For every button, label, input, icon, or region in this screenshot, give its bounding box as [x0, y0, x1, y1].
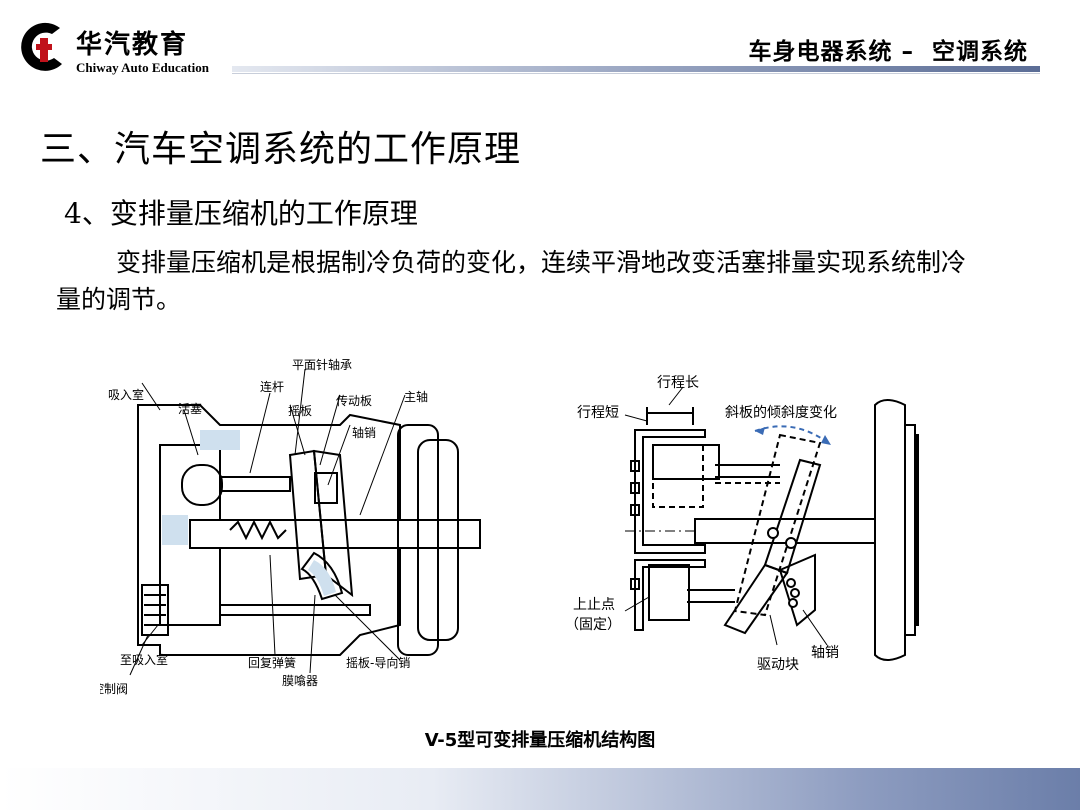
main-shaft-shape	[189, 519, 481, 549]
logo: 华汽教育 Chiway Auto Education	[18, 18, 248, 78]
upper-piston-shape	[652, 444, 720, 480]
slide-subtitle: 4、变排量压缩机的工作原理	[64, 197, 418, 230]
label-connecting-rod: 连杆	[260, 379, 284, 394]
label-thrust-bearing: 平面针轴承	[292, 357, 352, 372]
label-control-valve: 控制阀	[100, 682, 128, 696]
label-drive-plate: 传动板	[336, 393, 372, 408]
cylinder-housing	[634, 429, 706, 554]
label-tilt-change: 斜板的倾斜度变化	[725, 405, 837, 421]
label-suction-chamber: 吸入室	[108, 387, 144, 402]
swash-plate-principle-diagram: 行程长 行程短 斜板的倾斜度变化 上止点 （固定） 轴销 驱动块	[565, 375, 919, 673]
label-return-spring: 回复弹簧	[248, 655, 296, 670]
connecting-rod-shape	[219, 476, 291, 492]
guide-pin-shape	[300, 551, 344, 601]
label-main-shaft: 主轴	[404, 389, 428, 404]
logo-mark-icon	[21, 22, 63, 71]
shaft-pin-dot-1	[767, 527, 779, 539]
label-shaft-pin: 轴销	[352, 425, 376, 440]
slide-body: 变排量压缩机是根据制冷负荷的变化，连续平滑地改变活塞排量实现系统制冷量的调节。	[56, 248, 967, 314]
label-piston: 活塞	[178, 401, 202, 416]
housing-outline	[137, 404, 401, 656]
logo-chinese: 华汽教育	[76, 30, 189, 60]
label-wobble-plate: 摇板	[288, 404, 312, 418]
label-stroke-long: 行程长	[657, 375, 699, 391]
slide-title: 三、汽车空调系统的工作原理	[40, 129, 522, 170]
drive-plate-shape	[312, 449, 354, 598]
label-bellows: 膜噏器	[282, 673, 318, 688]
label-to-suction: 至吸入室	[120, 652, 168, 667]
pulley-shape	[874, 399, 906, 661]
piston-shape	[181, 464, 223, 506]
compressor-cross-section-diagram: 吸入室 活塞 连杆 平面针轴承 摇板 传动板 主轴 轴销 至吸入室 控制阀 回复…	[100, 357, 481, 696]
header-divider-line	[232, 73, 1040, 74]
main-shaft-shape	[694, 518, 876, 544]
figure-caption: V-5型可变排量压缩机结构图	[424, 730, 656, 751]
pulley-shape	[397, 424, 439, 656]
lower-piston-shape	[648, 564, 690, 621]
label-drive-block: 驱动块	[757, 657, 799, 673]
control-valve-shape	[141, 584, 169, 636]
label-guide-pin: 摇板-导向销	[346, 655, 410, 670]
shaft-pin-dot-2	[785, 537, 797, 549]
label-shaft-pin: 轴销	[811, 645, 839, 661]
label-top-dead-center: 上止点	[573, 597, 615, 613]
header-title: 车身电器系统 – 空调系统	[748, 39, 1028, 65]
label-stroke-short: 行程短	[577, 405, 619, 421]
header-divider	[232, 66, 1040, 72]
return-spring-shape	[229, 519, 287, 541]
label-fixed: （固定）	[565, 617, 621, 633]
shaft-pin-shape	[314, 472, 338, 504]
footer-bar	[0, 768, 1080, 810]
logo-english: Chiway Auto Education	[76, 60, 209, 75]
